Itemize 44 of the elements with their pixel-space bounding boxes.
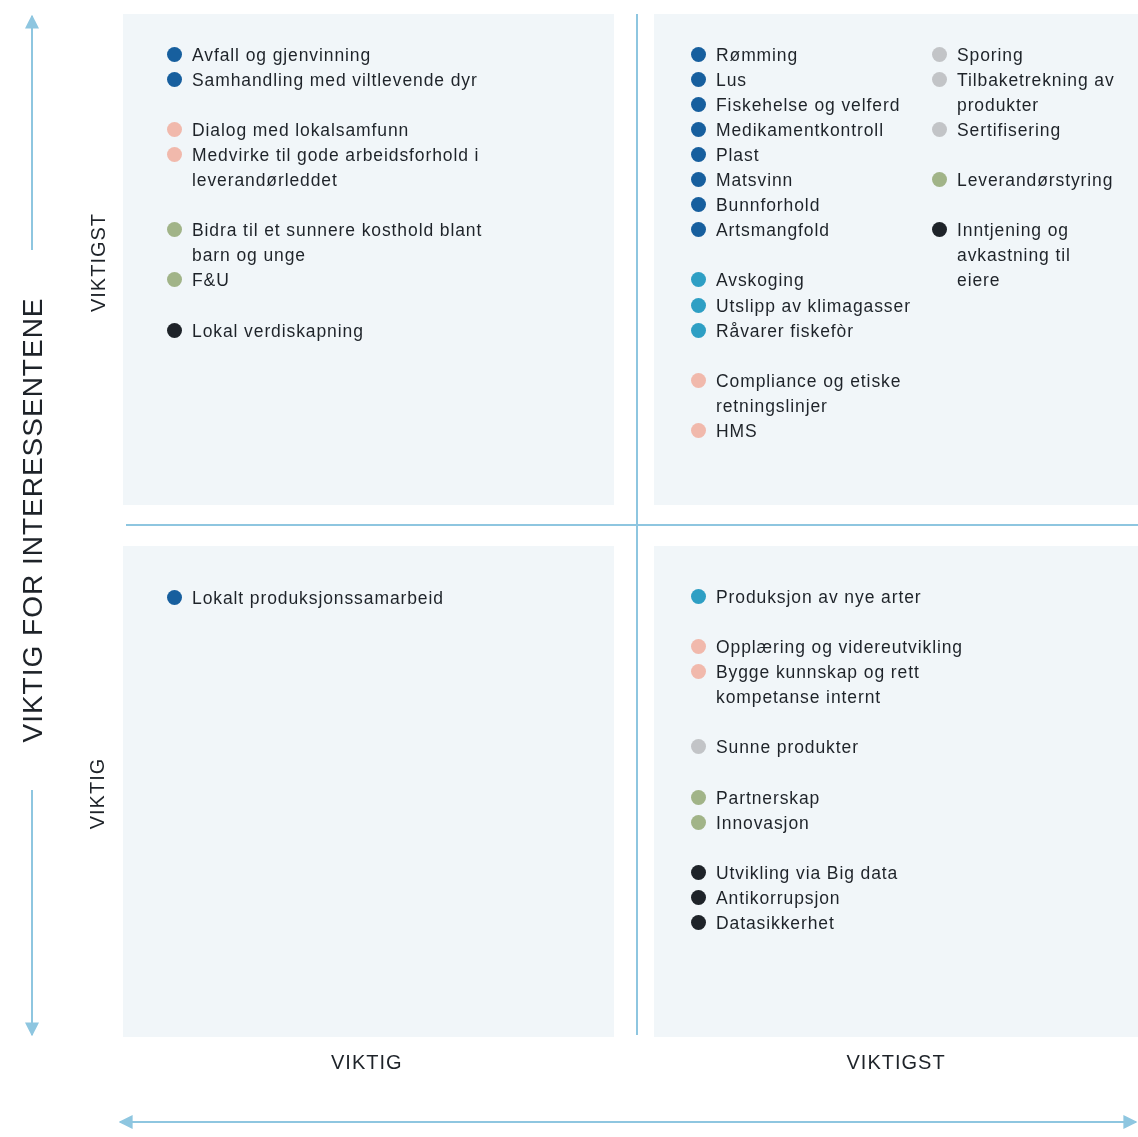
list-item-text: Lokalt produksjonssamarbeid [192,587,445,610]
list-item-text: Lus [716,69,748,92]
axis-label: VIKTIG [331,1050,403,1074]
list-item-text: Antikorrupsjon [716,887,842,910]
list-item-text: Produksjon av nye arter [716,586,923,609]
list-item-text: Medvirke til gode arbeidsforhold i leverandørleddet [192,144,481,192]
list-item-text: Datasikkerhet [716,912,836,935]
list-item-text: Bunnforhold [716,194,822,217]
list-item-text: Rømming [716,44,800,67]
list-item-text: Lokal verdiskapning [192,320,365,343]
axis-label: VIKTIG [86,757,110,829]
list-item-text: Sporing [957,44,1025,67]
axis-label: VIKTIGST [86,212,110,312]
list-item-text: Opplæring og videreutvikling [716,636,964,659]
list-item-text: Avskoging [716,269,806,292]
list-item-text: Dialog med lokalsamfunn [192,119,411,142]
list-item-text: Inntjening og avkastning til eiere [957,219,1072,292]
list-item-text: Leverandørstyring [957,169,1115,192]
list-item-text: Samhandling med viltlevende dyr [192,69,479,92]
quadrant-panel [123,14,614,505]
list-item-text: Medikamentkontroll [716,119,885,142]
list-item-text: Utvikling via Big data [716,862,900,885]
quadrant-panel [654,546,1138,1037]
list-item-text: Fiskehelse og velferd [716,94,902,117]
axis-title: VIKTIG FOR INTERESSENTENE [16,297,49,743]
list-item-text: Artsmangfold [716,219,831,242]
list-item-text: F&U [192,269,231,292]
axis-label: VIKTIGST [846,1050,946,1074]
list-item-text: Bygge kunnskap og rett kompetanse internt [716,661,921,709]
list-item-text: HMS [716,420,759,443]
list-item-text: Innovasjon [716,812,811,835]
list-item-text: Compliance og etiske retningslinjer [716,370,903,418]
list-item-text: Råvarer fiskefòr [716,320,855,343]
list-item-text: Avfall og gjenvinning [192,44,373,67]
quadrant-panel [123,546,614,1037]
list-item-text: Utslipp av klimagasser [716,295,912,318]
list-item-text: Tilbaketrekning av produkter [957,69,1116,117]
quadrant-panel [654,14,1138,505]
list-item-text: Partnerskap [716,787,822,810]
list-item-text: Plast [716,144,761,167]
list-item-text: Sertifisering [957,119,1063,142]
list-item-text: Sunne produkter [716,736,860,759]
list-item-text: Bidra til et sunnere kosthold blant barn og unge [192,219,484,267]
list-item-text: Matsvinn [716,169,795,192]
